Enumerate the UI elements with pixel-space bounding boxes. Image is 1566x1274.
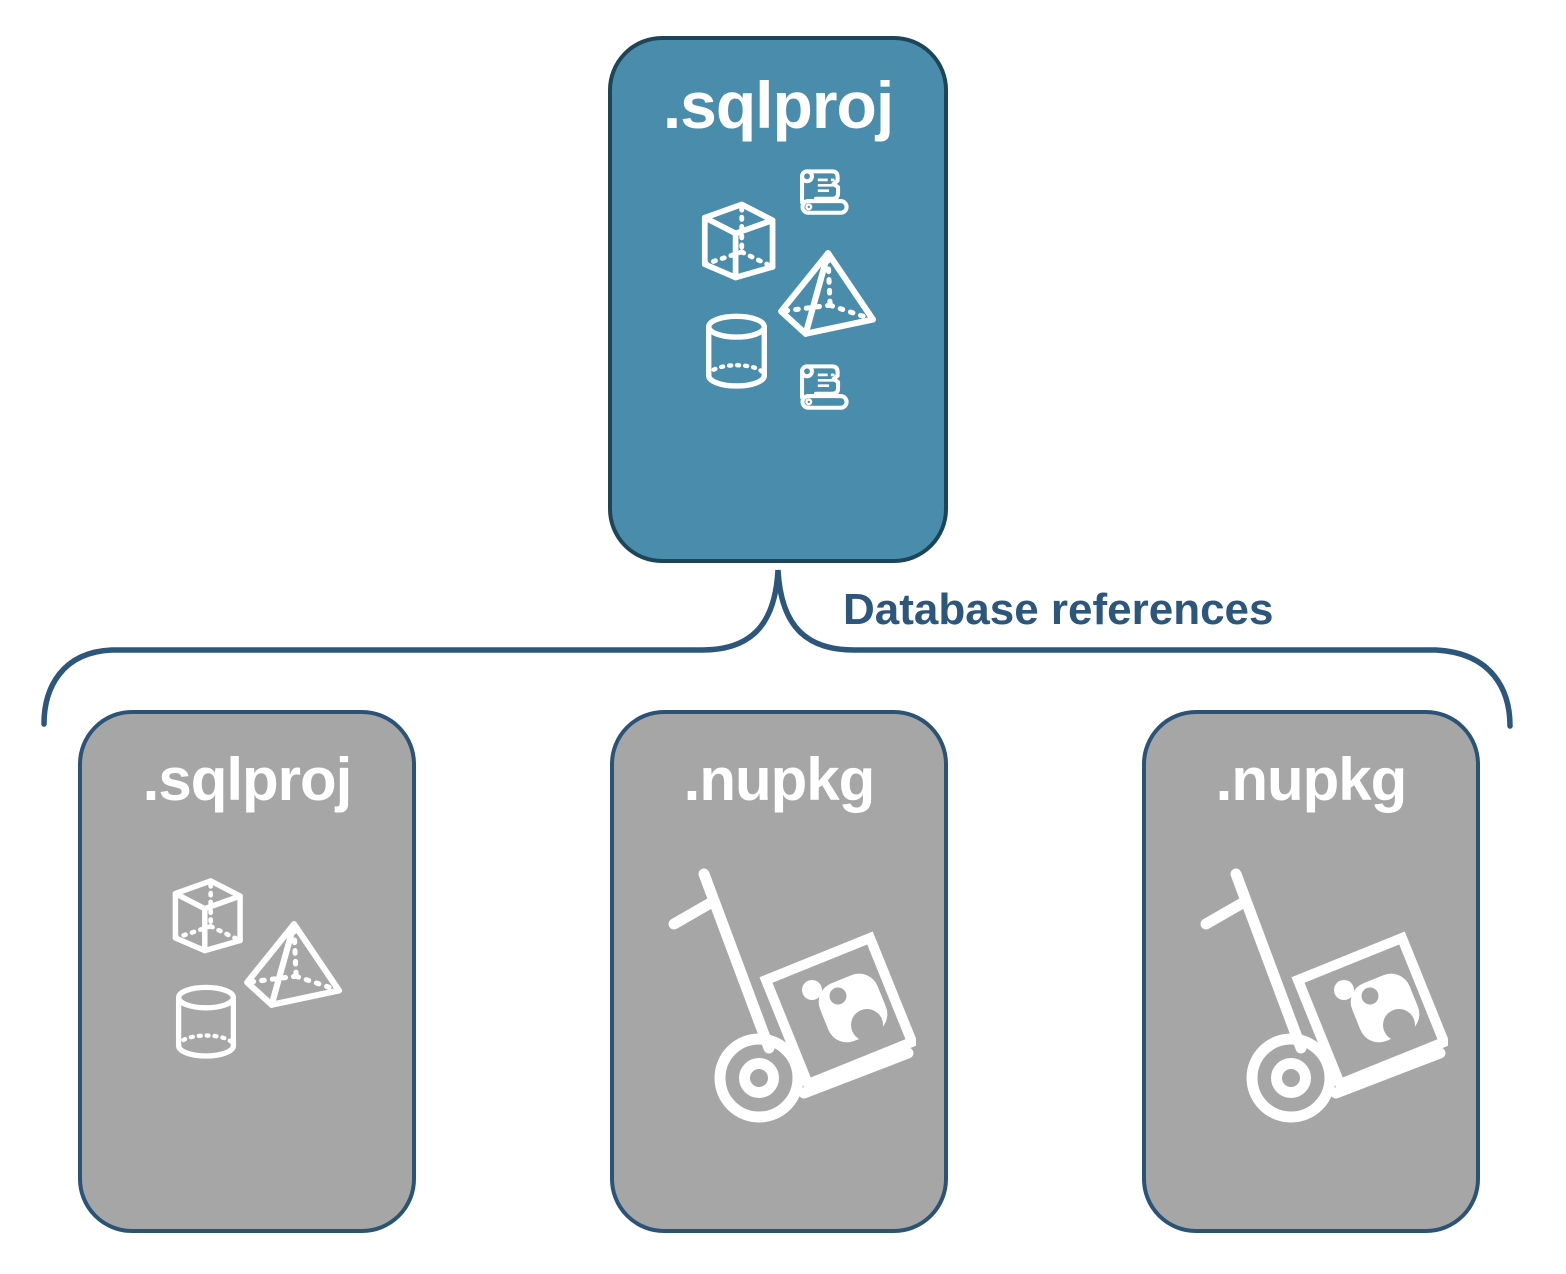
script-scroll-icon [798,363,852,412]
child-card-title: .sqlproj [142,746,353,813]
cylinder-icon [173,983,239,1061]
card-nupkg-reference: .nupkg [610,710,948,1233]
script-scroll-icon [798,168,852,217]
connector-label: Database references [843,585,1274,634]
pyramid-icon [240,917,342,1011]
handtruck-package-icon [1198,862,1448,1124]
cylinder-icon [703,312,770,391]
card-sqlproj-reference: .sqlproj [78,710,416,1233]
cube-icon [167,870,251,954]
cube-icon [696,193,784,281]
handtruck-package-icon [666,862,916,1124]
child-card-title: .nupkg [1215,746,1408,813]
pyramid-icon [774,246,876,340]
card-nupkg-reference: .nupkg [1142,710,1480,1233]
root-card-title: .sqlproj [662,68,894,142]
card-sqlproj-root: .sqlproj [608,36,948,563]
child-card-title: .nupkg [683,746,876,813]
